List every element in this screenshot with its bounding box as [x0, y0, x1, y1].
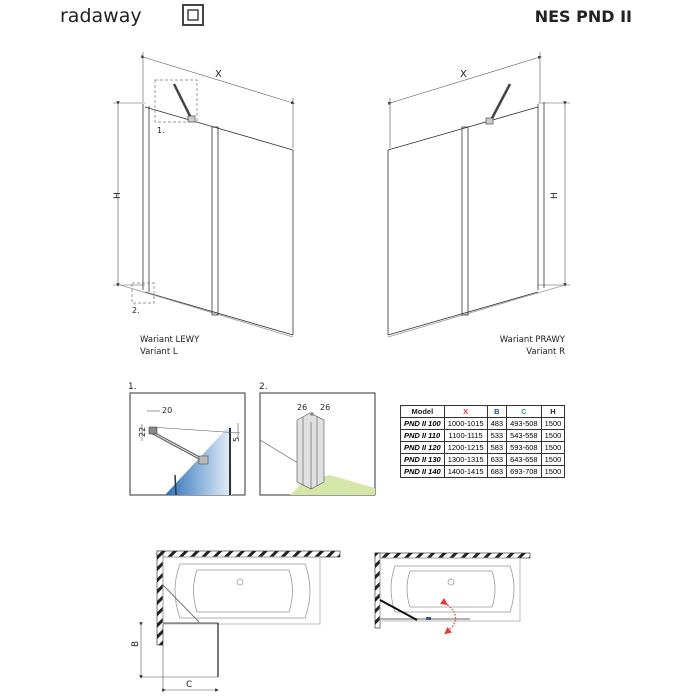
h-dimension-label: H — [113, 192, 123, 199]
logo-square-icon — [182, 4, 204, 26]
table-cell: 683 — [486, 465, 508, 478]
col-b: B — [486, 405, 508, 418]
left-variant-drawing: X H 1. 2. Wariant LEWY Variant L — [113, 52, 295, 357]
table-cell: 1500 — [540, 453, 566, 466]
swing-arrow-icon — [439, 597, 457, 635]
table-cell: 593-608 — [506, 441, 542, 454]
brand-name: radaway — [60, 5, 142, 27]
table-cell: 1500 — [540, 429, 566, 442]
table-cell: 1500 — [540, 465, 566, 478]
detail-2: 2. 26 26 — [259, 382, 376, 496]
dim-26-a: 26 — [297, 403, 307, 412]
col-h: H — [540, 405, 566, 418]
col-c: C — [506, 405, 542, 418]
caption-wariant-prawy: Wariant PRAWY — [500, 335, 566, 345]
table-cell: 1100-1115 — [443, 429, 488, 442]
table-cell: PND II 110 — [400, 429, 445, 442]
table-cell: 543-558 — [506, 429, 542, 442]
caption-variant-l: Variant L — [140, 347, 178, 357]
table-cell: 693-708 — [506, 465, 542, 478]
table-cell: 493-508 — [506, 417, 542, 430]
caption-variant-r: Variant R — [526, 347, 565, 357]
caption-wariant-lewy: Wariant LEWY — [140, 335, 200, 345]
detail2-label: 2. — [259, 382, 268, 392]
table-cell: PND II 140 — [400, 465, 445, 478]
table-cell: 643-658 — [506, 453, 542, 466]
dim-22: 22 — [138, 427, 147, 437]
table-cell: 1200-1215 — [443, 441, 488, 454]
table-cell: PND II 120 — [400, 441, 445, 454]
c-dimension-label: C — [186, 680, 192, 690]
right-variant-drawing: X H Wariant PRAWY Variant R — [387, 52, 570, 357]
table-cell: 583 — [486, 441, 508, 454]
table-cell: PND II 130 — [400, 453, 445, 466]
detail1-label: 1. — [128, 382, 137, 392]
detail-1: 1. 20 22 5 — [128, 382, 246, 496]
table-cell: 1500 — [540, 417, 566, 430]
table-cell: PND II 100 — [400, 417, 445, 430]
dim-20: 20 — [162, 406, 172, 415]
plan-view-left: B C — [131, 550, 341, 692]
detail1-marker: 1. — [157, 126, 165, 135]
table-cell: 1300-1315 — [443, 453, 488, 466]
detail2-marker: 2. — [132, 306, 140, 315]
table-cell: 483 — [486, 417, 508, 430]
product-title: NES PND II — [535, 7, 632, 26]
dim-5: 5 — [232, 437, 241, 442]
table-header-row: Model X B C H — [400, 405, 566, 418]
b-dimension-label: B — [131, 641, 141, 647]
plan-view-right — [374, 552, 531, 635]
table-cell: 1000-1015 — [443, 417, 488, 430]
dim-26-b: 26 — [320, 403, 330, 412]
table-cell: 533 — [486, 429, 508, 442]
x-dimension-label: X — [215, 69, 222, 80]
col-model: Model — [400, 405, 445, 418]
brand-logo: radaway — [60, 4, 204, 27]
table-cell: 1500 — [540, 441, 566, 454]
x-dimension-label: X — [460, 69, 467, 80]
table-cell: 633 — [486, 453, 508, 466]
table-cell: 1400-1415 — [443, 465, 488, 478]
col-x: X — [443, 405, 488, 418]
h-dimension-label: H — [550, 192, 560, 199]
